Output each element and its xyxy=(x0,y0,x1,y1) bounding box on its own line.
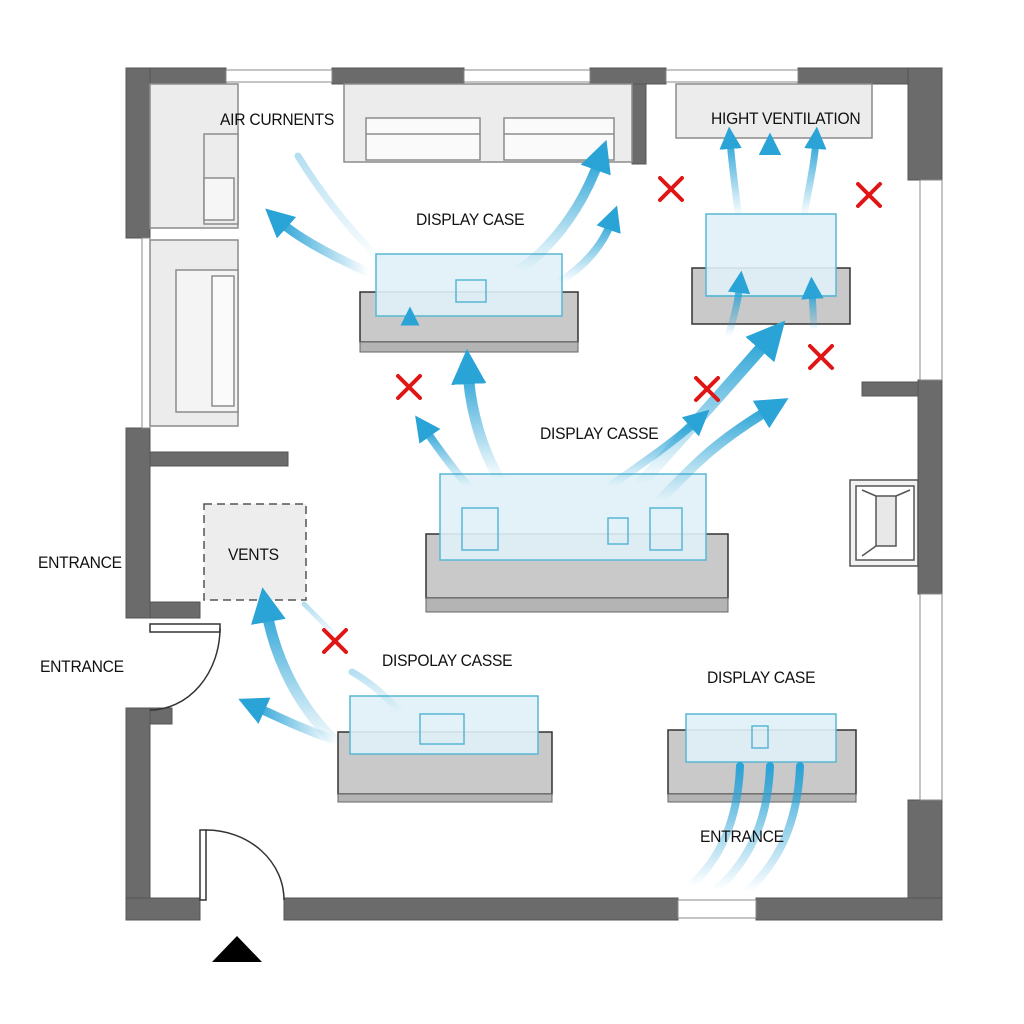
airflow-arrow-icon xyxy=(348,668,404,716)
display-case-lower-left xyxy=(337,695,553,803)
entrance-upper-label: ENTRANCE xyxy=(38,553,122,572)
entrance-triangle-icon xyxy=(212,936,262,962)
airflow-arrow-icon xyxy=(294,152,386,266)
airflow-arrow-icon xyxy=(655,398,789,505)
display-case-lower-right xyxy=(667,713,857,803)
left-shelving xyxy=(149,83,239,427)
airflow-arrow-icon xyxy=(451,348,506,486)
high-ventilation-label: HIGHT VENTILATION xyxy=(711,109,861,128)
high-ventilation-box xyxy=(675,83,873,139)
red-x-icon xyxy=(808,344,834,370)
entrance-bottom-label: ENTRANCE xyxy=(700,827,784,846)
airflow-arrow-icon xyxy=(265,208,373,277)
airflow-arrow-icon xyxy=(556,205,621,286)
entrance-lower-label: ENTRANCE xyxy=(40,657,124,676)
airflow-arrow-icon xyxy=(686,762,744,890)
display-case-lower-left-label: DISPOLAY CASSE xyxy=(382,651,513,670)
airflow-arrow-icon xyxy=(415,415,472,490)
airflow-arrow-icon xyxy=(515,139,611,275)
airflow-arrow-icon xyxy=(742,762,804,896)
red-x-icon xyxy=(658,176,684,202)
airflow-arrow-icon xyxy=(606,409,710,490)
airflow-arrow-icon xyxy=(801,276,824,334)
display-case-lower-right-label: DISPLAY CASE xyxy=(707,668,816,687)
top-bench xyxy=(343,83,633,163)
display-case-center xyxy=(425,473,729,613)
display-case-center-label: DISPLAY CASSE xyxy=(540,424,659,443)
airflow-arrow-icon xyxy=(800,126,827,220)
airflow-arrow-icon xyxy=(719,126,742,220)
airflow-arrow-icon xyxy=(238,697,339,745)
red-x-icon xyxy=(396,374,422,400)
vents-label: VENTS xyxy=(228,545,279,564)
air-currents-label: AIR CURNENTS xyxy=(220,110,335,129)
red-x-icon xyxy=(856,182,882,208)
airflow-arrows xyxy=(238,126,827,896)
red-x-icon xyxy=(322,628,348,654)
red-x-icon xyxy=(694,376,720,402)
doors xyxy=(149,623,285,901)
blocked-markers xyxy=(322,176,882,654)
walls xyxy=(125,67,943,921)
airflow-arrow-icon xyxy=(301,601,343,643)
display-case-top-right xyxy=(691,213,851,325)
airflow-arrow-icon xyxy=(724,270,751,340)
airflow-arrow-icon xyxy=(712,762,774,894)
windows xyxy=(141,69,943,919)
fireplace xyxy=(849,479,919,567)
display-case-top-label: DISPLAY CASE xyxy=(416,210,525,229)
display-case-top xyxy=(359,253,579,353)
